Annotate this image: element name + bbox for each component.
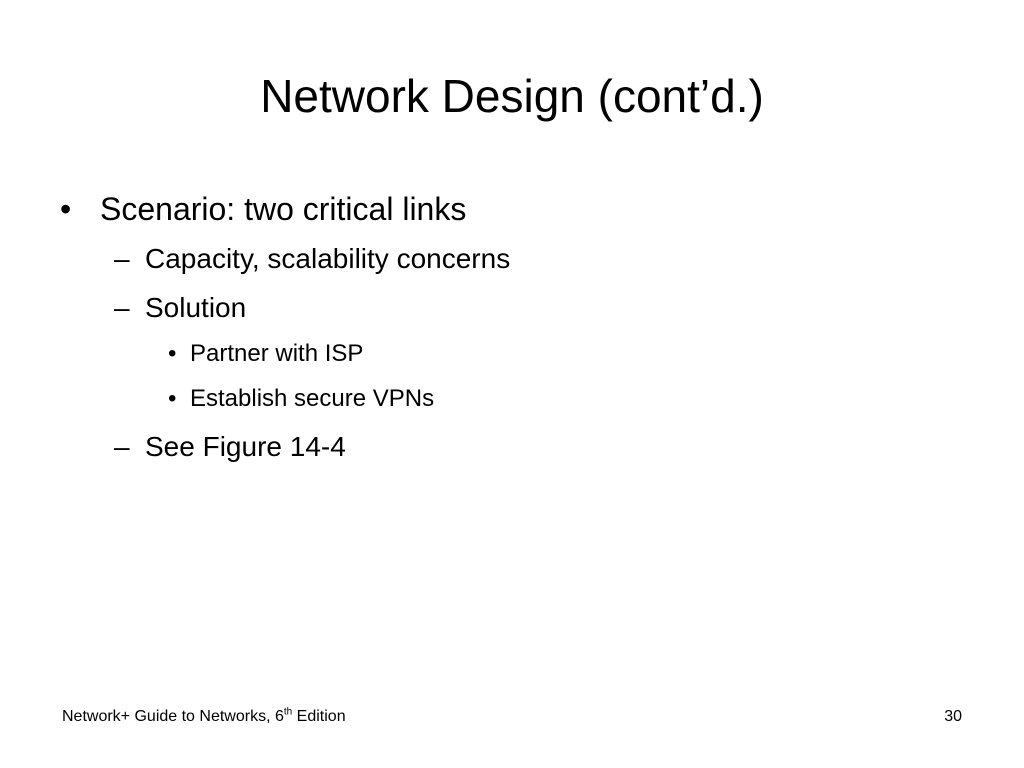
footer-book-title: Network+ Guide to Networks, 6th Edition — [62, 706, 346, 728]
bullet-text: See Figure 14-4 — [145, 431, 346, 462]
dash-marker: – — [114, 431, 130, 462]
bullet-marker: • — [168, 340, 177, 367]
bullet-text: Scenario: two critical links — [100, 191, 467, 227]
footer-book-superscript: th — [283, 706, 293, 718]
page-number: 30 — [944, 708, 962, 725]
footer-book-prefix: Network+ Guide to Networks, 6 — [62, 708, 284, 725]
footer-book-suffix: Edition — [292, 708, 346, 725]
dash-marker: – — [114, 243, 130, 274]
bullet-marker: • — [60, 191, 72, 227]
bullet-marker: • — [168, 385, 177, 412]
slide-title: Network Design (cont’d.) — [260, 70, 764, 122]
bullet-text: Capacity, scalability concerns — [145, 243, 511, 274]
bullet-text: Establish secure VPNs — [190, 385, 435, 412]
dash-marker: – — [114, 292, 130, 323]
bullet-text: Solution — [145, 292, 247, 323]
bullet-text: Partner with ISP — [190, 340, 364, 367]
